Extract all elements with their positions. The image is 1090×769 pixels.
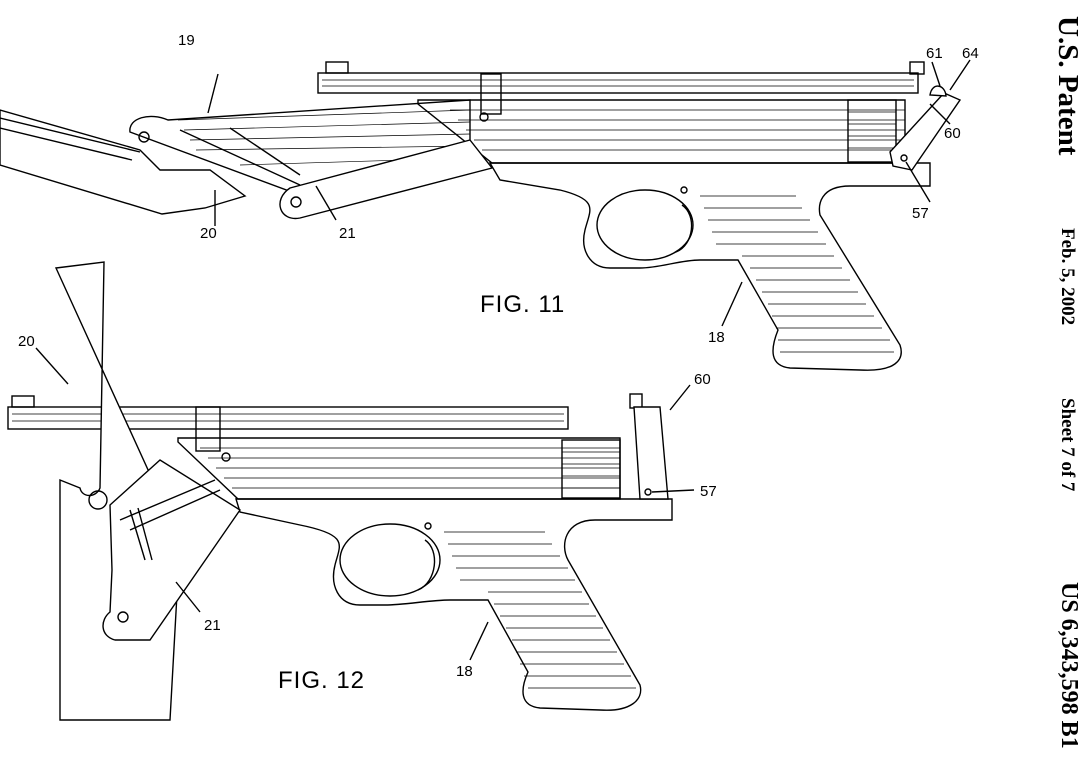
rear-sight [629,393,643,409]
grip-hatching [700,195,894,353]
patent-number: US 6,343,598 B1 [1056,582,1082,749]
figure-12-drawing [7,261,695,721]
ref-20: 20 [18,333,35,350]
barrel-band [195,406,221,452]
ref-57: 57 [912,205,929,222]
frame [235,498,673,711]
ref-61: 61 [926,45,943,62]
ref-19: 19 [178,32,195,49]
fig-11-label: FIG. 11 [480,291,565,318]
patent-drawing: 19 20 21 18 57 60 61 64 FIG. 11 20 21 18… [0,32,979,721]
barrel [7,406,569,430]
ref-60: 60 [944,125,961,142]
frame [488,162,931,371]
rear-sight [909,61,925,75]
ref-18: 18 [708,329,725,346]
trigger-guard [596,189,694,261]
ref-64: 64 [962,45,979,62]
trigger-guard [339,523,441,597]
patent-title: U.S. Patent [1052,16,1084,156]
ref-60: 60 [694,371,711,388]
plunger-61 [929,85,947,97]
receiver [177,437,621,500]
lever-60 [889,92,962,171]
link-21 [102,459,241,641]
trigger [675,204,693,253]
link-21 [279,139,494,220]
front-sight [325,61,349,74]
trigger [417,539,436,591]
ref-21: 21 [204,617,221,634]
ref-18: 18 [456,663,473,680]
grip-hatching [444,531,636,689]
butt-plate-20 [0,109,247,215]
barrel [317,72,919,94]
receiver [417,99,906,164]
lever-60 [633,406,669,500]
barrel-band [480,73,502,115]
patent-sheet: Sheet 7 of 7 [1057,398,1078,492]
ref-20: 20 [200,225,217,242]
ref-21: 21 [339,225,356,242]
figure-11-drawing [0,59,971,371]
ref-57: 57 [700,483,717,500]
patent-date: Feb. 5, 2002 [1057,228,1078,326]
front-sight [11,395,35,408]
fig-12-label: FIG. 12 [278,667,365,694]
